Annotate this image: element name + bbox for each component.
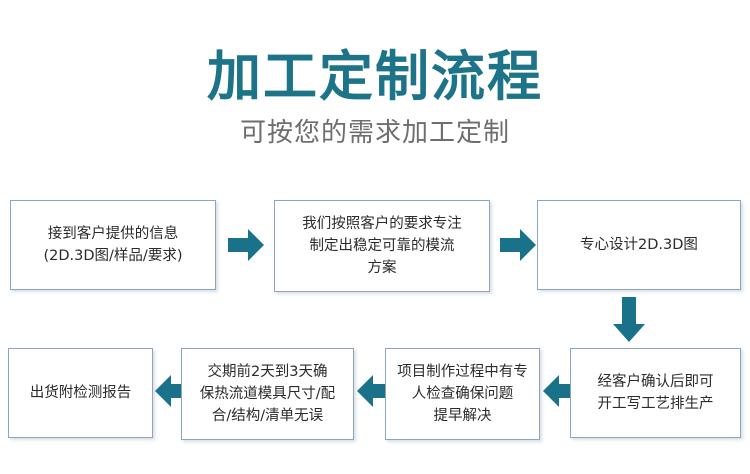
process-step-label: 项目制作过程中有专 人检查确保问题 提早解决 xyxy=(397,364,528,424)
page-header: 加工定制流程 可按您的需求加工定制 xyxy=(0,0,750,149)
process-step-label: 出货附检测报告 xyxy=(29,385,132,401)
page-title: 加工定制流程 xyxy=(207,45,543,108)
process-step-box-4: 经客户确认后即可 开工写工艺排生产 xyxy=(570,348,741,438)
process-step-box-6: 交期前2天到3天确 保热流道模具尺寸/配 合/结构/清单无误 xyxy=(181,348,354,440)
process-step-label: 接到客户提供的信息 (2D.3D图/样品/要求) xyxy=(43,226,183,264)
arrow-left-icon xyxy=(155,374,191,408)
process-step-label: 专心设计2D.3D图 xyxy=(580,237,698,253)
process-step-label: 我们按照客户的要求专注 制定出稳定可靠的模流 方案 xyxy=(302,216,462,276)
process-step-label: 交期前2天到3天确 保热流道模具尺寸/配 合/结构/清单无误 xyxy=(199,364,336,424)
process-step-box-1: 接到客户提供的信息 (2D.3D图/样品/要求) xyxy=(10,200,216,290)
arrow-right-icon xyxy=(228,228,264,262)
arrow-left-icon xyxy=(357,374,393,408)
process-step-box-7: 出货附检测报告 xyxy=(8,348,153,438)
process-step-box-2: 我们按照客户的要求专注 制定出稳定可靠的模流 方案 xyxy=(274,200,490,292)
arrow-right-icon xyxy=(500,228,536,262)
process-step-box-3: 专心设计2D.3D图 xyxy=(537,200,741,290)
process-step-label: 经客户确认后即可 开工写工艺排生产 xyxy=(597,374,714,412)
page-subtitle: 可按您的需求加工定制 xyxy=(239,118,510,148)
arrow-down-icon xyxy=(612,297,646,343)
process-step-box-5: 项目制作过程中有专 人检查确保问题 提早解决 xyxy=(385,348,540,440)
arrow-left-icon xyxy=(543,374,579,408)
